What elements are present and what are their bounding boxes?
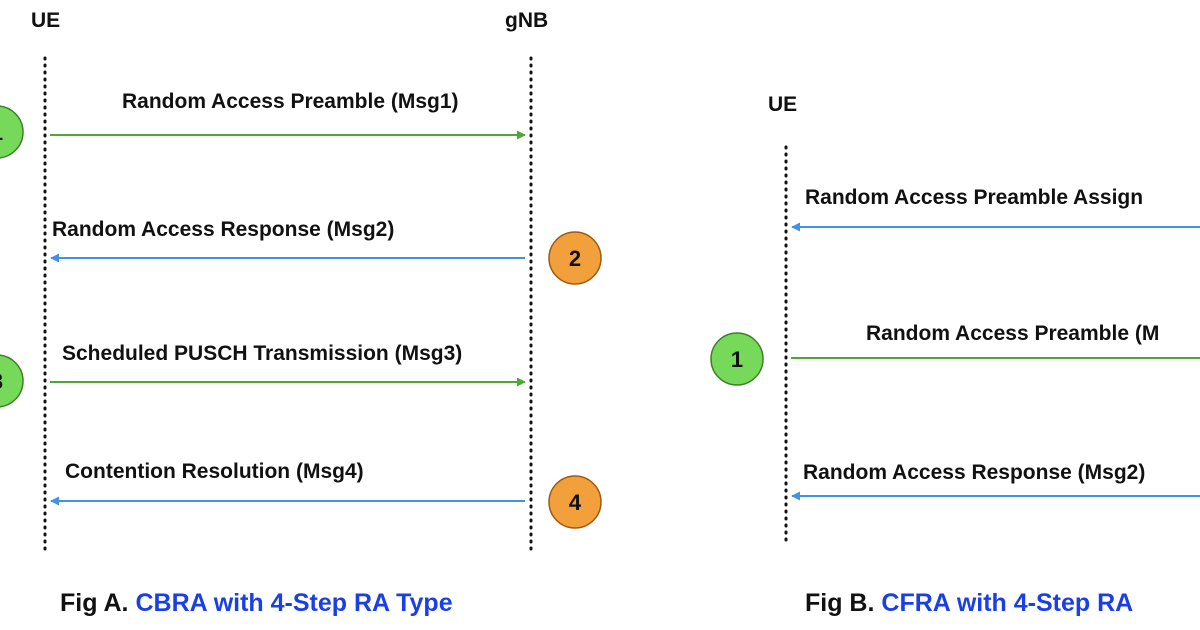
fig-b-preamble-assignment-label: Random Access Preamble Assign — [805, 186, 1144, 209]
fig-a-caption-title: CBRA with 4-Step RA Type — [135, 589, 453, 617]
fig-a-step-2-badge: 2 — [548, 231, 602, 285]
fig-a-msg3-label: Scheduled PUSCH Transmission (Msg3) — [62, 342, 463, 365]
fig-b-msg1-label: Random Access Preamble (M — [866, 322, 1160, 345]
fig-a-step-4-badge: 4 — [548, 475, 602, 529]
fig-a-caption-prefix: Fig A. — [60, 589, 129, 617]
fig-a-step-3-badge: 3 — [0, 354, 24, 408]
fig-a-gnb-label: gNB — [505, 9, 549, 32]
fig-a-step-3-label: 3 — [0, 369, 3, 394]
fig-a-step-2-label: 2 — [569, 246, 581, 271]
fig-b-caption: Fig B. CFRA with 4-Step RA — [805, 591, 1133, 616]
fig-a-step-1-badge: 1 — [0, 105, 24, 159]
fig-a-ue-label: UE — [31, 9, 61, 32]
fig-a-msg4-label: Contention Resolution (Msg4) — [65, 460, 364, 483]
fig-b-caption-prefix: Fig B. — [805, 589, 875, 617]
fig-b-msg2-label: Random Access Response (Msg2) — [803, 461, 1146, 484]
fig-a-caption: Fig A. CBRA with 4-Step RA Type — [60, 591, 453, 616]
fig-b-step-1-badge: 1 — [710, 332, 764, 386]
fig-a-msg1-label: Random Access Preamble (Msg1) — [122, 90, 459, 113]
fig-a-step-4-label: 4 — [569, 490, 582, 515]
fig-a-step-1-label: 1 — [0, 120, 3, 145]
fig-b-ue-label: UE — [768, 93, 798, 116]
fig-b-step-1-label: 1 — [731, 347, 743, 372]
fig-b-caption-title: CFRA with 4-Step RA — [881, 589, 1134, 617]
fig-a-msg2-label: Random Access Response (Msg2) — [52, 218, 395, 241]
